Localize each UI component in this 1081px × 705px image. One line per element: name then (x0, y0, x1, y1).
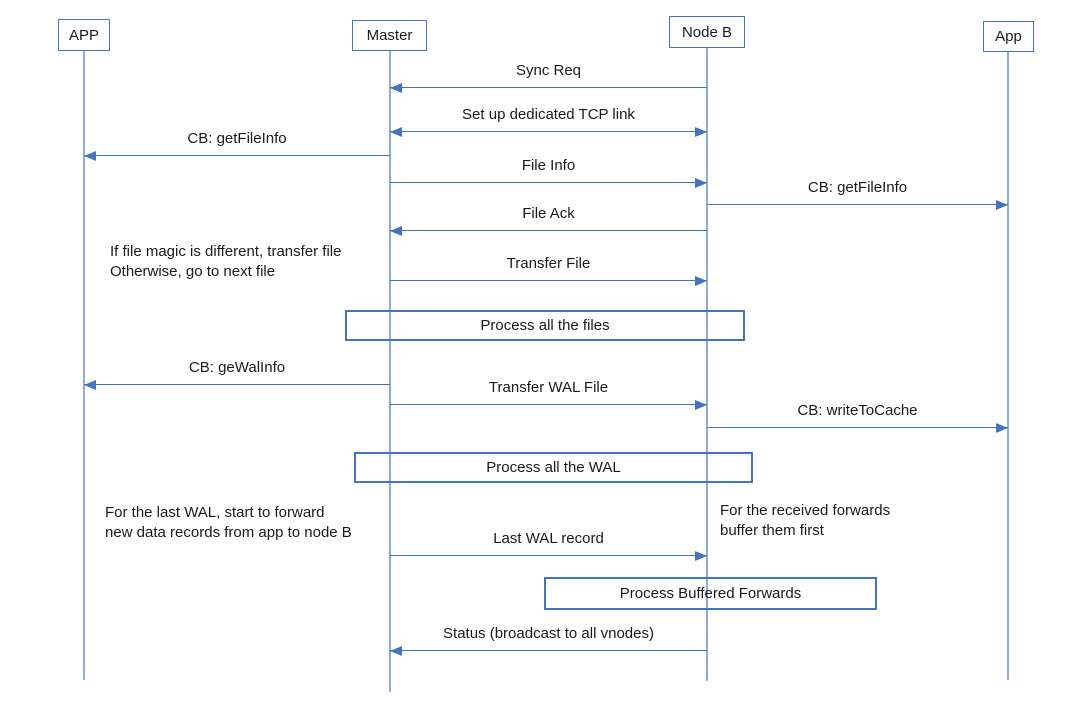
message-label-tcp-link: Set up dedicated TCP link (462, 106, 635, 123)
message-label-cb-gewalinfo: CB: geWalInfo (188, 359, 286, 376)
message-label-cb-writetocache: CB: writeToCache (797, 402, 918, 419)
lifeline-master (389, 51, 391, 692)
message-line-last-wal-record (390, 555, 707, 556)
arrowhead-left-sync-req (390, 83, 402, 93)
process-box-process-all-files: Process all the files (345, 310, 745, 341)
message-line-file-ack (390, 230, 707, 231)
lifeline-node-b (706, 48, 708, 681)
message-label-sync-req: Sync Req (515, 62, 582, 79)
message-label-file-ack: File Ack (522, 205, 575, 222)
arrowhead-right-transfer-wal-file (695, 400, 707, 410)
message-line-transfer-wal-file (390, 404, 707, 405)
message-line-file-info (390, 182, 707, 183)
arrowhead-right-file-info (695, 178, 707, 188)
message-label-status-broadcast: Status (broadcast to all vnodes) (443, 625, 654, 642)
arrowhead-right-last-wal-record (695, 551, 707, 561)
note-received-fwd: For the received forwards buffer them fi… (720, 502, 891, 539)
message-label-last-wal-record: Last WAL record (493, 530, 604, 547)
arrowhead-left-status-broadcast (390, 646, 402, 656)
process-box-process-buffered-forwards: Process Buffered Forwards (544, 577, 877, 610)
arrowhead-left-cb-gewalinfo (84, 380, 96, 390)
lifeline-app-left (83, 51, 85, 680)
actor-label-node-b: Node B (681, 23, 733, 41)
message-line-cb-getfileinfo-left (84, 155, 390, 156)
message-line-status-broadcast (390, 650, 707, 651)
arrowhead-right-transfer-file (695, 276, 707, 286)
arrowhead-right-tcp-link (695, 127, 707, 137)
message-label-cb-getfileinfo-right: CB: getFileInfo (807, 179, 908, 196)
arrowhead-left-file-ack (390, 226, 402, 236)
process-box-label-process-buffered-forwards: Process Buffered Forwards (619, 585, 802, 602)
actor-label-app-right: App (995, 28, 1022, 45)
actor-box-app-right: App (983, 21, 1034, 52)
arrowhead-left-cb-getfileinfo-left (84, 151, 96, 161)
message-label-transfer-file: Transfer File (506, 255, 591, 272)
lifeline-app-right (1007, 52, 1009, 680)
message-label-file-info: File Info (521, 157, 576, 174)
note-last-wal: For the last WAL, start to forward new d… (105, 504, 352, 541)
note-file-magic: If file magic is different, transfer fil… (110, 243, 342, 280)
message-label-cb-getfileinfo-left: CB: getFileInfo (187, 130, 287, 147)
process-box-label-process-all-wal: Process all the WAL (486, 459, 621, 476)
arrowhead-right-cb-writetocache (996, 423, 1008, 433)
message-line-cb-gewalinfo (84, 384, 390, 385)
actor-box-master: Master (352, 20, 427, 51)
message-line-tcp-link (390, 131, 707, 132)
actor-label-master: Master (366, 27, 413, 44)
message-line-cb-getfileinfo-right (707, 204, 1008, 205)
message-line-transfer-file (390, 280, 707, 281)
message-line-sync-req (390, 87, 707, 88)
message-line-cb-writetocache (707, 427, 1008, 428)
process-box-label-process-all-files: Process all the files (480, 317, 610, 334)
process-box-process-all-wal: Process all the WAL (354, 452, 753, 483)
arrowhead-left-tcp-link (390, 127, 402, 137)
actor-label-app-left: APP (68, 26, 99, 44)
actor-box-node-b: Node B (669, 16, 745, 48)
message-label-transfer-wal-file: Transfer WAL File (488, 379, 609, 396)
actor-box-app-left: APP (58, 19, 110, 51)
arrowhead-right-cb-getfileinfo-right (996, 200, 1008, 210)
